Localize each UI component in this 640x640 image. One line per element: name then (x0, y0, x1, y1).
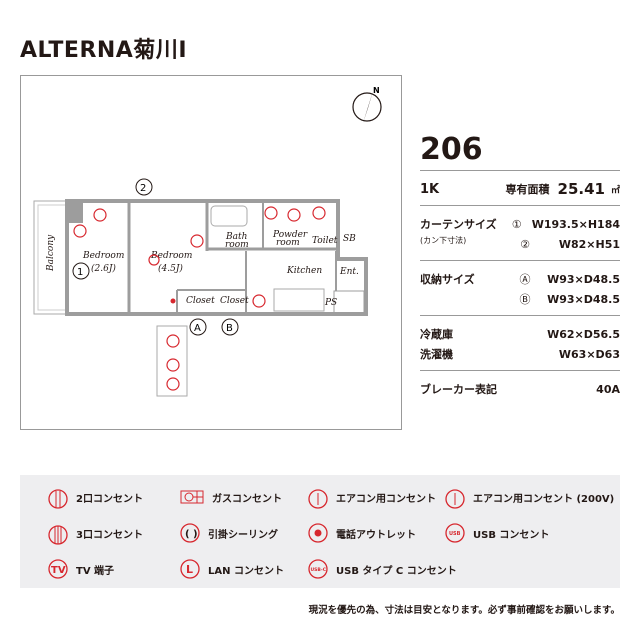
floor-plan: N Balcony Bedroom (2.6J) Bedroom (4.5J) … (20, 75, 402, 430)
curtain-mark-1: 1 (72, 262, 90, 280)
svg-text:TV: TV (51, 565, 66, 576)
storage-mark: Ⓐ (519, 273, 531, 286)
compass-icon: N (352, 86, 382, 123)
storage-label: 収納サイズ (420, 273, 475, 286)
room-type: 1K (420, 181, 440, 197)
outlet-2-icon (48, 489, 68, 509)
storage-mark-a: A (189, 318, 207, 336)
svg-text:2: 2 (140, 183, 146, 194)
svg-text:Kitchen: Kitchen (286, 266, 322, 276)
svg-text:Ent.: Ent. (339, 267, 359, 277)
legend-item: ( )引掛シーリング (180, 521, 278, 545)
svg-text:Bedroom: Bedroom (82, 251, 124, 261)
svg-text:A: A (194, 323, 201, 334)
svg-text:L: L (186, 563, 193, 576)
page-title: ALTERNA菊川Ⅰ (20, 38, 188, 63)
area-value: 25.41 (557, 180, 605, 198)
storage-value: W93×D48.5 (547, 292, 620, 306)
usb-outlet-icon: USB (445, 523, 465, 543)
ceiling-hook-icon: ( ) (180, 523, 200, 543)
ac-200v-outlet-icon (445, 489, 465, 509)
outlet-3-icon (48, 525, 68, 545)
breaker-value: 40A (596, 382, 620, 396)
breaker-label: ブレーカー表記 (420, 383, 497, 396)
svg-text:( ): ( ) (185, 529, 198, 540)
area-label: 専有面積 (505, 183, 550, 196)
svg-text:Closet: Closet (186, 296, 215, 306)
curtain-mark: ① (511, 217, 522, 231)
washer-value: W63×D63 (558, 347, 620, 361)
washer-label: 洗濯機 (420, 348, 453, 361)
area-unit: ㎡ (610, 185, 620, 196)
ac-outlet-icon (308, 489, 328, 509)
svg-text:(2.6J): (2.6J) (91, 263, 116, 274)
svg-text:Bedroom: Bedroom (150, 251, 192, 261)
legend-item: 3口コンセント (48, 521, 143, 545)
svg-text:Powder: Powder (272, 230, 308, 240)
curtain-mark: ② (520, 237, 530, 251)
disclaimer-note: 現況を優先の為、寸法は目安となります。必ず事前確認をお願いします。 (308, 605, 620, 616)
svg-text:SB: SB (343, 234, 356, 244)
svg-text:USB: USB (449, 531, 461, 537)
legend-item: エアコン用コンセント (308, 485, 436, 509)
curtain-mark-2: 2 (135, 178, 153, 196)
storage-mark-b: B (221, 318, 239, 336)
fridge-label: 冷蔵庫 (420, 328, 453, 341)
svg-text:1: 1 (77, 267, 83, 278)
tv-outlet-icon: TV (48, 559, 68, 579)
svg-text:room: room (276, 238, 300, 248)
outlet-icons (73, 206, 326, 391)
usb-c-outlet-icon: USB-C (308, 559, 328, 579)
phone-outlet-icon (308, 523, 328, 543)
storage-value: W93×D48.5 (547, 272, 620, 286)
curtain-label: カーテンサイズ (420, 218, 497, 231)
legend: 2口コンセント ガスコンセント エアコン用コンセント エアコン用コンセント (2… (20, 475, 620, 588)
svg-text:Toilet: Toilet (312, 236, 338, 246)
legend-item: エアコン用コンセント (200V) (445, 485, 614, 509)
gas-outlet-icon (180, 490, 204, 504)
svg-text:USB-C: USB-C (311, 567, 327, 573)
curtain-value: W193.5×H184 (531, 217, 620, 231)
lan-outlet-icon: L (180, 559, 200, 579)
legend-item: ガスコンセント (180, 489, 282, 505)
curtain-sub: (カン下寸法) (420, 236, 467, 245)
storage-mark: Ⓑ (519, 293, 531, 306)
svg-text:Bath: Bath (225, 232, 247, 242)
svg-text:room: room (225, 240, 249, 250)
curtain-value: W82×H51 (558, 237, 620, 251)
svg-text:N: N (373, 86, 380, 95)
svg-text:(4.5J): (4.5J) (158, 263, 183, 274)
legend-item: 2口コンセント (48, 485, 143, 509)
svg-text:PS: PS (324, 298, 337, 308)
fridge-value: W62×D56.5 (547, 327, 620, 341)
balcony-label: Balcony (46, 234, 56, 272)
svg-text:Closet: Closet (220, 296, 249, 306)
room-number: 206 (420, 132, 483, 167)
svg-text:B: B (226, 323, 233, 334)
legend-item: 電話アウトレット (308, 521, 416, 545)
